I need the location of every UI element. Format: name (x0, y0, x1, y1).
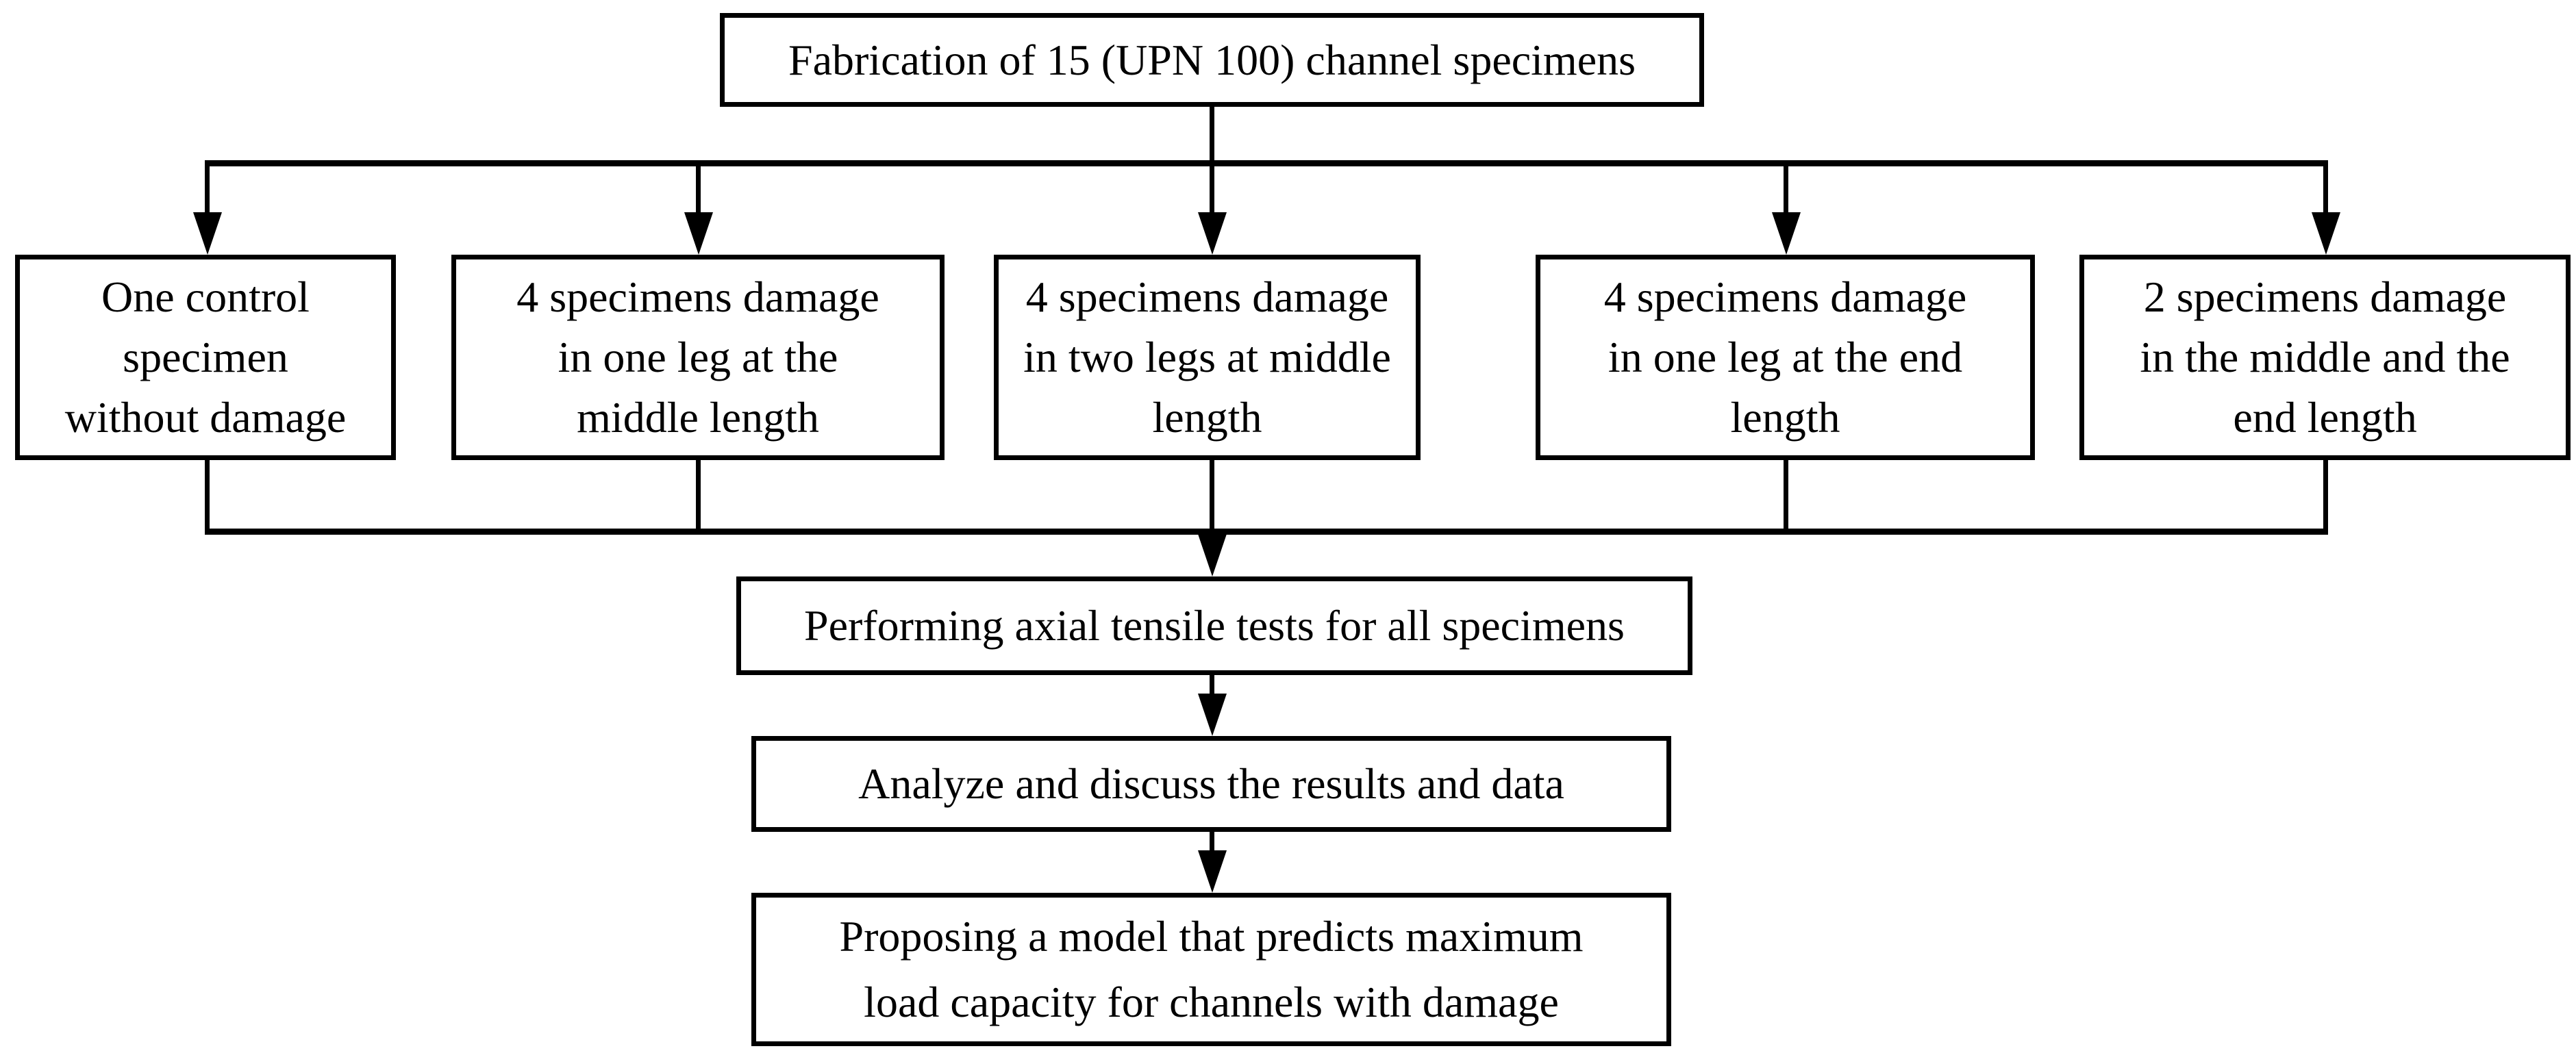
node-damage-one-leg-end: 4 specimens damage in one leg at the end… (1536, 255, 2035, 460)
node-fabrication: Fabrication of 15 (UPN 100) channel spec… (720, 13, 1704, 107)
node-propose-model: Proposing a model that predicts maximum … (751, 893, 1671, 1046)
node-damage-middle-and-end-label: 2 specimens damage in the middle and the… (2140, 272, 2510, 442)
connector-analyze-to-model (1210, 829, 1214, 855)
arrowhead-to-middle-and-end (2312, 212, 2340, 255)
node-damage-one-leg-end-label: 4 specimens damage in one leg at the end… (1603, 272, 1967, 442)
arrowhead-to-control (193, 212, 222, 255)
connector-tensile-to-analyze (1210, 672, 1214, 700)
node-tensile-tests: Performing axial tensile tests for all s… (736, 576, 1692, 675)
node-damage-one-leg-middle: 4 specimens damage in one leg at the mid… (451, 255, 945, 460)
node-propose-model-label: Proposing a model that predicts maximum … (839, 912, 1584, 1026)
connector-branch-middle-and-end (2323, 164, 2328, 217)
arrowhead-to-one-leg-middle (684, 212, 713, 255)
connector-distributor-line (205, 160, 2328, 166)
connector-collect-two-legs-middle (1210, 457, 1214, 541)
node-fabrication-label: Fabrication of 15 (UPN 100) channel spec… (788, 35, 1636, 84)
arrowhead-to-tensile-tests (1198, 534, 1227, 576)
connector-collect-one-leg-middle (696, 457, 701, 534)
node-damage-two-legs-middle: 4 specimens damage in two legs at middle… (994, 255, 1421, 460)
connector-branch-one-leg-end (1784, 164, 1788, 217)
arrowhead-to-two-legs-middle (1198, 212, 1227, 255)
connector-collect-middle-and-end (2323, 457, 2328, 534)
node-control-specimen-label: One control specimen without damage (64, 272, 347, 442)
connector-branch-one-leg-middle (696, 164, 701, 217)
node-analyze-results-label: Analyze and discuss the results and data (858, 759, 1564, 808)
connector-collect-one-leg-end (1784, 457, 1788, 534)
node-damage-two-legs-middle-label: 4 specimens damage in two legs at middle… (1023, 272, 1391, 442)
connector-branch-control (205, 164, 210, 217)
node-damage-middle-and-end: 2 specimens damage in the middle and the… (2079, 255, 2571, 460)
node-control-specimen: One control specimen without damage (15, 255, 396, 460)
connector-collector-line (205, 529, 2328, 535)
connector-collect-control (205, 457, 210, 534)
node-tensile-tests-label: Performing axial tensile tests for all s… (804, 601, 1625, 650)
arrowhead-to-one-leg-end (1772, 212, 1801, 255)
node-analyze-results: Analyze and discuss the results and data (751, 736, 1671, 832)
node-damage-one-leg-middle-label: 4 specimens damage in one leg at the mid… (516, 272, 879, 442)
arrowhead-to-analyze (1198, 694, 1227, 736)
arrowhead-to-model (1198, 850, 1227, 893)
